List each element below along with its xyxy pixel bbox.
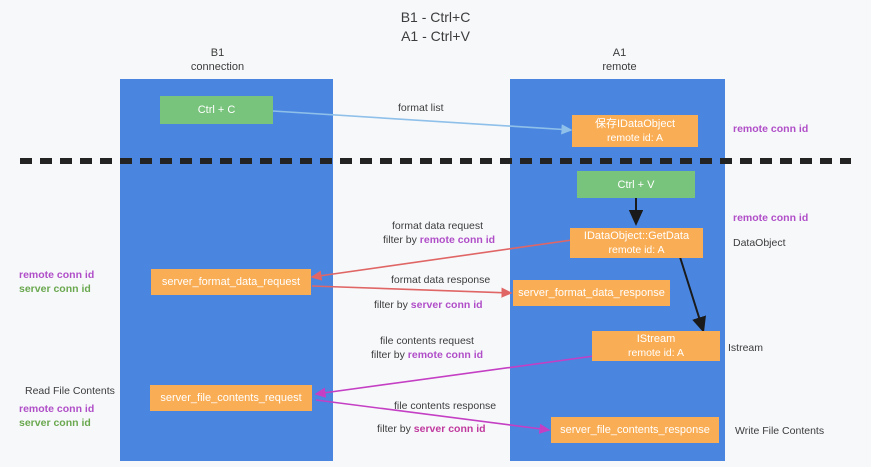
page-title: B1 - Ctrl+C A1 - Ctrl+V xyxy=(400,9,471,44)
label-read-file-contents: Read File Contents xyxy=(25,384,115,398)
label-text: Write File Contents xyxy=(735,425,825,437)
node-ctrl-v[interactable]: Ctrl + V xyxy=(577,171,695,198)
node-server-file-contents-response[interactable]: server_file_contents_response xyxy=(551,417,719,443)
edge-label-file-contents-request: file contents request xyxy=(380,335,474,347)
node-istream-line2: remote id: A xyxy=(627,347,685,359)
label-text: DataObject xyxy=(733,237,786,249)
edge-label-format-data-request-filter: filter by remote conn id xyxy=(383,233,495,248)
label-conn-ids-mid: remote conn id server conn id xyxy=(19,268,94,296)
edge-format-data-request xyxy=(310,239,573,281)
filter-key-remote-conn-id: remote conn id xyxy=(407,349,484,361)
node-ctrl-c[interactable]: Ctrl + C xyxy=(160,96,273,124)
lane-title-a1: A1 remote xyxy=(602,47,637,73)
edge-format-list xyxy=(272,110,573,135)
filter-key-server-conn-id: server conn id xyxy=(410,299,483,311)
edge-label-format-list: format list xyxy=(398,102,444,114)
node-server-file-contents-response-label: server_file_contents_response xyxy=(560,424,710,436)
edge-label-format-data-response: format data response xyxy=(391,274,491,286)
node-save-idataobject-line2: remote id: A xyxy=(606,132,664,144)
phase-divider xyxy=(20,158,851,164)
label-istream: Istream xyxy=(728,341,763,355)
filter-prefix: filter by xyxy=(371,349,408,361)
label-remote-conn-id: remote conn id xyxy=(19,269,95,281)
node-istream[interactable]: IStream remote id: A xyxy=(592,331,720,361)
edge-label-file-contents-request-filter: filter by remote conn id xyxy=(371,348,483,363)
node-ctrl-v-label: Ctrl + V xyxy=(617,178,655,191)
filter-prefix: filter by xyxy=(383,234,420,246)
label-text: remote conn id xyxy=(733,123,809,135)
edge-label-format-data-request: format data request xyxy=(392,220,484,232)
node-server-file-contents-request-label: server_file_contents_request xyxy=(160,392,302,404)
node-server-format-data-response-label: server_format_data_response xyxy=(518,287,665,299)
node-server-format-data-response[interactable]: server_format_data_response xyxy=(513,280,670,306)
label-text: Istream xyxy=(728,342,764,354)
node-save-idataobject-line1: 保存IDataObject xyxy=(594,118,676,130)
node-getdata-line1: IDataObject::GetData xyxy=(583,230,690,242)
label-dataobject: DataObject xyxy=(733,236,786,250)
filter-prefix: filter by xyxy=(377,423,414,435)
node-istream-line1: IStream xyxy=(636,333,676,345)
node-ctrl-c-label: Ctrl + C xyxy=(197,104,236,116)
label-text: remote conn id xyxy=(733,212,809,224)
filter-key-remote-conn-id: remote conn id xyxy=(419,234,496,246)
edge-label-file-contents-response-filter: filter by server conn id xyxy=(377,422,486,437)
node-server-format-data-request-label: server_format_data_request xyxy=(161,276,301,288)
edge-getdata-istream xyxy=(679,256,706,333)
label-server-conn-id: server conn id xyxy=(19,417,91,429)
label-write-file-contents: Write File Contents xyxy=(735,424,824,438)
node-server-format-data-request[interactable]: server_format_data_request xyxy=(151,269,311,295)
label-text: Read File Contents xyxy=(25,385,115,397)
lane-title-b1: B1 connection xyxy=(190,47,245,73)
node-getdata-line2: remote id: A xyxy=(608,244,665,256)
edge-label-format-data-response-filter: filter by server conn id xyxy=(374,298,483,313)
edge-label-file-contents-response: file contents response xyxy=(394,400,497,412)
label-remote-conn-id: remote conn id xyxy=(19,403,95,415)
edge-file-contents-response xyxy=(315,399,551,434)
filter-prefix: filter by xyxy=(374,299,411,311)
label-remote-conn-id-mid: remote conn id xyxy=(733,211,808,225)
node-save-idataobject[interactable]: 保存IDataObject remote id: A xyxy=(572,115,698,147)
label-remote-conn-id-top: remote conn id xyxy=(733,122,808,136)
node-server-file-contents-request[interactable]: server_file_contents_request xyxy=(150,385,312,411)
edge-file-contents-request xyxy=(314,355,595,398)
label-server-conn-id: server conn id xyxy=(19,283,91,295)
edge-format-data-response xyxy=(311,285,513,298)
label-conn-ids-bottom: remote conn id server conn id xyxy=(19,402,94,430)
node-getdata[interactable]: IDataObject::GetData remote id: A xyxy=(570,228,703,258)
filter-key-server-conn-id: server conn id xyxy=(413,423,486,435)
